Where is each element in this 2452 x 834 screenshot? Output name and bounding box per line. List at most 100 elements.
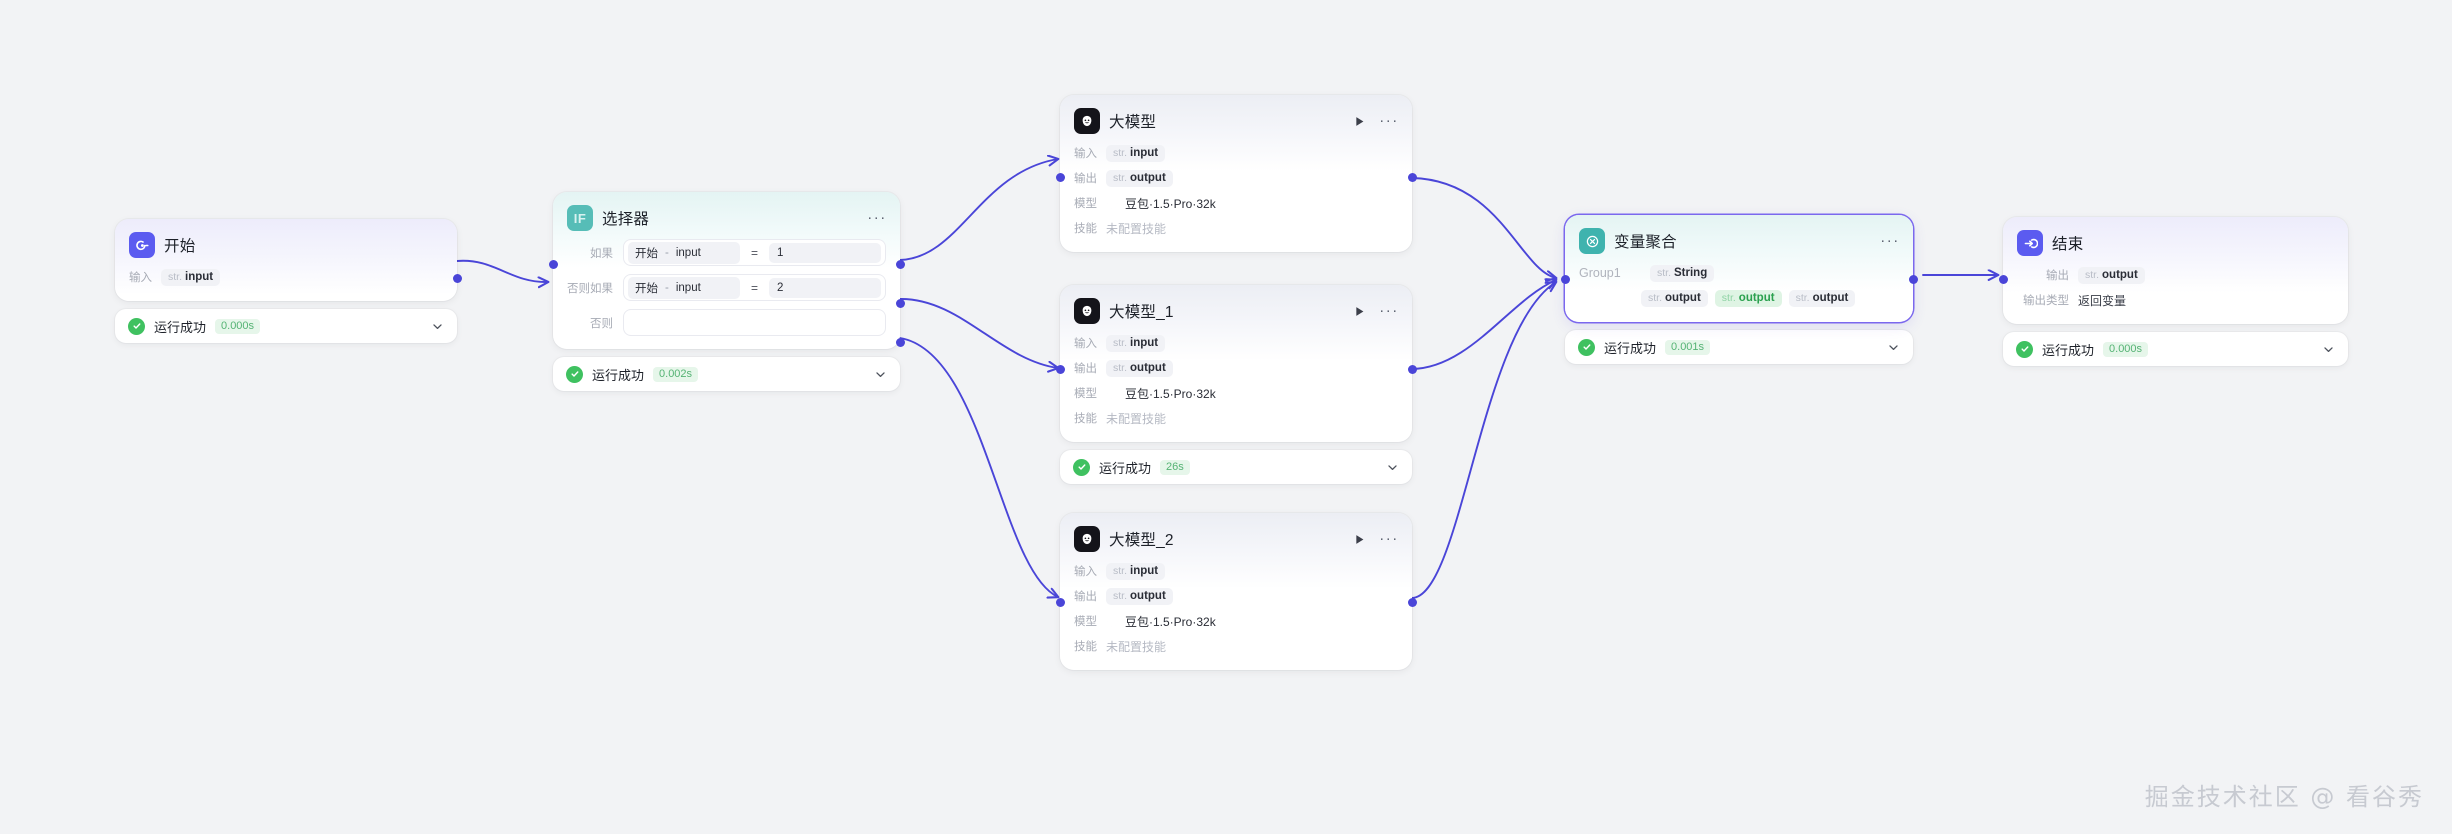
edge-llm1-to-aggregate: [1411, 280, 1556, 370]
edge-selector-to-llm0: [899, 159, 1058, 261]
more-options-icon[interactable]: ···: [1379, 302, 1399, 319]
status-bar-start[interactable]: 运行成功 0.000s: [115, 309, 457, 343]
label-model: 模型: [1074, 616, 1097, 628]
chip-llm1-input[interactable]: str. input: [1106, 334, 1166, 352]
more-options-icon[interactable]: ···: [867, 209, 887, 226]
condition-label: 否则如果: [567, 282, 613, 295]
chip-aggregate-item-0[interactable]: str. output: [1641, 289, 1708, 307]
node-start-card[interactable]: 开始 输入 str. input: [115, 219, 462, 301]
aggregate-icon: [1579, 228, 1605, 254]
run-node-icon[interactable]: [1351, 303, 1367, 319]
condition-expression[interactable]: 开始 - input = 2: [623, 274, 886, 301]
chip-start-input[interactable]: str. input: [161, 268, 221, 286]
node-llm2-header: 大模型_2 ···: [1060, 513, 1412, 560]
node-llm0[interactable]: 大模型 ··· 输入 str. input 输: [1055, 95, 1417, 252]
node-llm1-card[interactable]: 大模型_1 ··· 输入 str. input: [1055, 285, 1417, 442]
status-label: 运行成功: [154, 319, 207, 335]
port-llm1-output[interactable]: [1407, 365, 1417, 374]
chevron-down-icon[interactable]: [1887, 341, 1900, 354]
row-llm0-model: 模型 豆包·1.5·Pro·32k: [1074, 192, 1398, 214]
condition-expression[interactable]: 开始 - input = 1: [623, 239, 886, 266]
node-llm2[interactable]: 大模型_2 ··· 输入 str. input: [1055, 513, 1417, 670]
port-llm2-input[interactable]: [1055, 598, 1065, 607]
status-bar-selector[interactable]: 运行成功 0.002s: [553, 357, 900, 391]
run-node-icon[interactable]: [1351, 113, 1367, 129]
status-duration: 0.000s: [215, 318, 261, 334]
node-selector-body: 如果 开始 - input = 1 否则如果: [553, 239, 900, 349]
chevron-down-icon[interactable]: [874, 368, 887, 381]
condition-else-empty[interactable]: [623, 309, 886, 336]
node-end-card[interactable]: 结束 输出 str. output 输出类型 返回变量: [1998, 217, 2348, 324]
node-llm0-card[interactable]: 大模型 ··· 输入 str. input 输: [1055, 95, 1417, 252]
chevron-down-icon[interactable]: [2322, 343, 2335, 356]
more-options-icon[interactable]: ···: [1379, 112, 1399, 129]
chevron-down-icon[interactable]: [1386, 461, 1399, 474]
more-options-icon[interactable]: ···: [1880, 232, 1900, 249]
status-bar-llm1[interactable]: 运行成功 26s: [1060, 450, 1412, 484]
node-llm0-body: 输入 str. input 输出 str. output 模型: [1060, 142, 1412, 252]
run-node-icon[interactable]: [1351, 531, 1367, 547]
condition-value-input[interactable]: 1: [769, 242, 881, 263]
port-llm0-output[interactable]: [1407, 173, 1417, 182]
node-selector[interactable]: IF 选择器 ··· 如果 开始 - input = 1: [548, 192, 905, 391]
port-aggregate-input[interactable]: [1560, 275, 1570, 284]
node-end[interactable]: 结束 输出 str. output 输出类型 返回变量: [1998, 217, 2348, 366]
chip-llm0-output[interactable]: str. output: [1106, 169, 1173, 187]
node-start[interactable]: 开始 输入 str. input 运行成功 0.000s: [115, 219, 462, 343]
variable-source: 开始: [635, 282, 658, 295]
label-model: 模型: [1074, 388, 1097, 400]
row-end-output: 输出 str. output: [2017, 264, 2334, 286]
success-check-icon: [566, 365, 583, 383]
node-llm1[interactable]: 大模型_1 ··· 输入 str. input: [1055, 285, 1417, 484]
chip-llm1-output[interactable]: str. output: [1106, 359, 1173, 377]
label-input: 输入: [1074, 338, 1097, 350]
type-prefix: str.: [1113, 172, 1128, 184]
port-selector-input[interactable]: [548, 260, 558, 269]
chip-llm2-output[interactable]: str. output: [1106, 587, 1173, 605]
operator[interactable]: =: [751, 245, 759, 260]
port-llm2-output[interactable]: [1407, 598, 1417, 607]
condition-label: 否则: [590, 317, 613, 330]
node-start-title: 开始: [164, 238, 196, 255]
status-bar-end[interactable]: 运行成功 0.000s: [2003, 332, 2348, 366]
chip-llm0-input[interactable]: str. input: [1106, 144, 1166, 162]
model-name: 豆包·1.5·Pro·32k: [1125, 196, 1216, 211]
condition-value-input[interactable]: 2: [769, 277, 881, 298]
operator[interactable]: =: [751, 280, 759, 295]
chip-end-output[interactable]: str. output: [2078, 266, 2145, 284]
node-aggregate-card[interactable]: 变量聚合 ··· Group1 str. String str. output: [1560, 215, 1918, 322]
success-check-icon: [128, 317, 145, 335]
port-selector-out-if[interactable]: [895, 260, 905, 269]
chip-aggregate-group-type[interactable]: str. String: [1650, 264, 1715, 282]
port-llm1-input[interactable]: [1055, 365, 1065, 374]
variable-pill[interactable]: 开始 - input: [628, 241, 740, 264]
chevron-down-icon[interactable]: [431, 320, 444, 333]
node-end-title: 结束: [2052, 236, 2084, 253]
node-llm2-card[interactable]: 大模型_2 ··· 输入 str. input: [1055, 513, 1417, 670]
node-aggregate-title: 变量聚合: [1614, 234, 1677, 251]
node-aggregate[interactable]: 变量聚合 ··· Group1 str. String str. output: [1560, 215, 1918, 364]
node-llm1-title: 大模型_1: [1109, 304, 1174, 321]
more-options-icon[interactable]: ···: [1379, 530, 1399, 547]
edge-start-to-selector: [456, 259, 548, 282]
chip-llm2-input[interactable]: str. input: [1106, 562, 1166, 580]
port-llm0-input[interactable]: [1055, 173, 1065, 182]
chip-aggregate-item-1[interactable]: str. output: [1714, 289, 1782, 307]
port-start-output[interactable]: [452, 274, 462, 283]
node-selector-card[interactable]: IF 选择器 ··· 如果 开始 - input = 1: [548, 192, 905, 349]
variable-name: input: [675, 246, 701, 259]
chip-value: output: [1130, 362, 1166, 374]
port-end-input[interactable]: [1998, 275, 2008, 284]
chip-aggregate-item-2[interactable]: str. output: [1788, 289, 1856, 307]
port-selector-out-else[interactable]: [895, 338, 905, 347]
variable-pill[interactable]: 开始 - input: [628, 276, 740, 299]
status-bar-aggregate[interactable]: 运行成功 0.001s: [1565, 330, 1913, 364]
port-selector-out-elseif[interactable]: [895, 299, 905, 308]
condition-row-elseif: 否则如果 开始 - input = 2: [567, 274, 886, 301]
row-start-input: 输入 str. input: [129, 266, 443, 288]
group-label: Group1: [1579, 266, 1621, 280]
type-prefix: str.: [1648, 292, 1663, 304]
node-end-body: 输出 str. output 输出类型 返回变量: [2003, 264, 2348, 324]
port-aggregate-output[interactable]: [1908, 275, 1918, 284]
